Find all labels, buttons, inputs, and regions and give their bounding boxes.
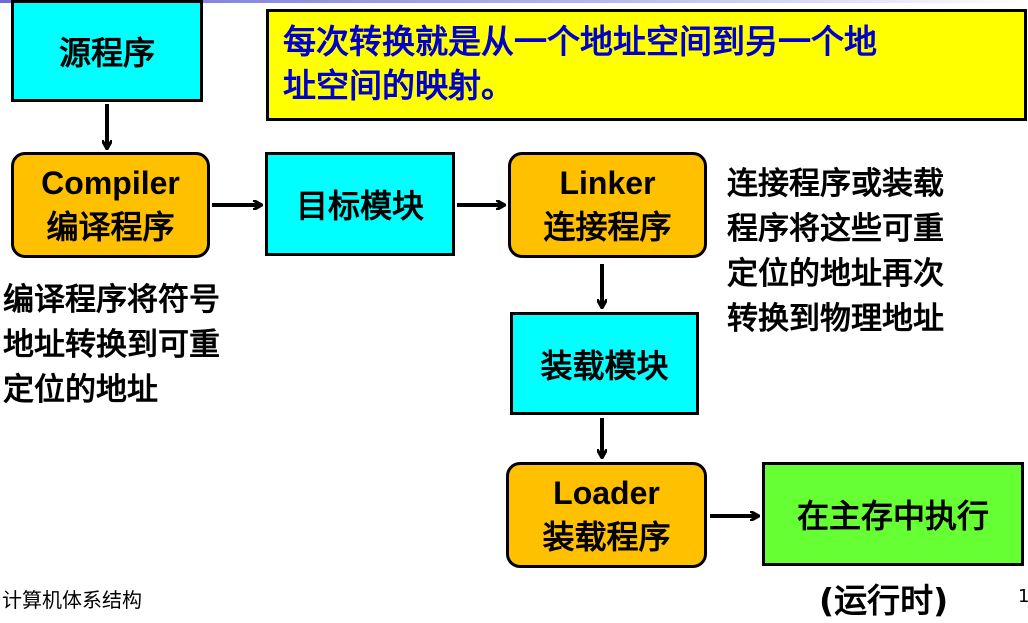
load-module-box: 装载模块 bbox=[510, 312, 699, 415]
compiler-note: 编译程序将符号 地址转换到可重 定位的地址 bbox=[3, 278, 220, 413]
linker-box: Linker 连接程序 bbox=[508, 152, 707, 258]
source-program-label: 源程序 bbox=[58, 34, 155, 72]
source-program-box: 源程序 bbox=[11, 0, 203, 102]
object-module-label: 目标模块 bbox=[295, 187, 424, 225]
compiler-note-line: 编译程序将符号 bbox=[3, 282, 220, 318]
callout-line-1: 每次转换就是从一个地址空间到另一个地 bbox=[283, 22, 877, 61]
runtime-label: (运行时) bbox=[819, 581, 949, 620]
linker-en-label: Linker bbox=[559, 165, 656, 201]
compiler-zh-label: 编译程序 bbox=[46, 208, 175, 246]
object-module-box: 目标模块 bbox=[265, 152, 455, 256]
linker-note: 连接程序或装载 程序将这些可重 定位的地址再次 转换到物理地址 bbox=[727, 162, 944, 342]
linker-zh-label: 连接程序 bbox=[543, 208, 672, 246]
top-accent-bar bbox=[0, 0, 1028, 3]
linker-note-line: 连接程序或装载 bbox=[727, 166, 944, 202]
compiler-note-line: 地址转换到可重 bbox=[3, 327, 220, 363]
execute-label: 在主存中执行 bbox=[796, 497, 989, 535]
page-number: 1 bbox=[1018, 586, 1028, 607]
loader-box: Loader 装载程序 bbox=[506, 462, 707, 568]
compiler-en-label: Compiler bbox=[41, 165, 180, 201]
linker-note-line: 程序将这些可重 bbox=[727, 211, 944, 247]
mapping-callout: 每次转换就是从一个地址空间到另一个地 址空间的映射。 bbox=[266, 9, 1027, 121]
load-module-label: 装载模块 bbox=[540, 346, 669, 385]
execute-in-memory-box: 在主存中执行 bbox=[762, 462, 1024, 566]
linker-note-line: 定位的地址再次 bbox=[727, 256, 944, 292]
loader-en-label: Loader bbox=[553, 475, 660, 511]
loader-zh-label: 装载程序 bbox=[542, 518, 671, 556]
course-title: 计算机体系结构 bbox=[2, 588, 142, 612]
compiler-box: Compiler 编译程序 bbox=[11, 152, 210, 258]
linker-note-line: 转换到物理地址 bbox=[727, 301, 944, 337]
compiler-note-line: 定位的地址 bbox=[3, 372, 158, 408]
callout-line-2: 址空间的映射。 bbox=[283, 66, 514, 105]
